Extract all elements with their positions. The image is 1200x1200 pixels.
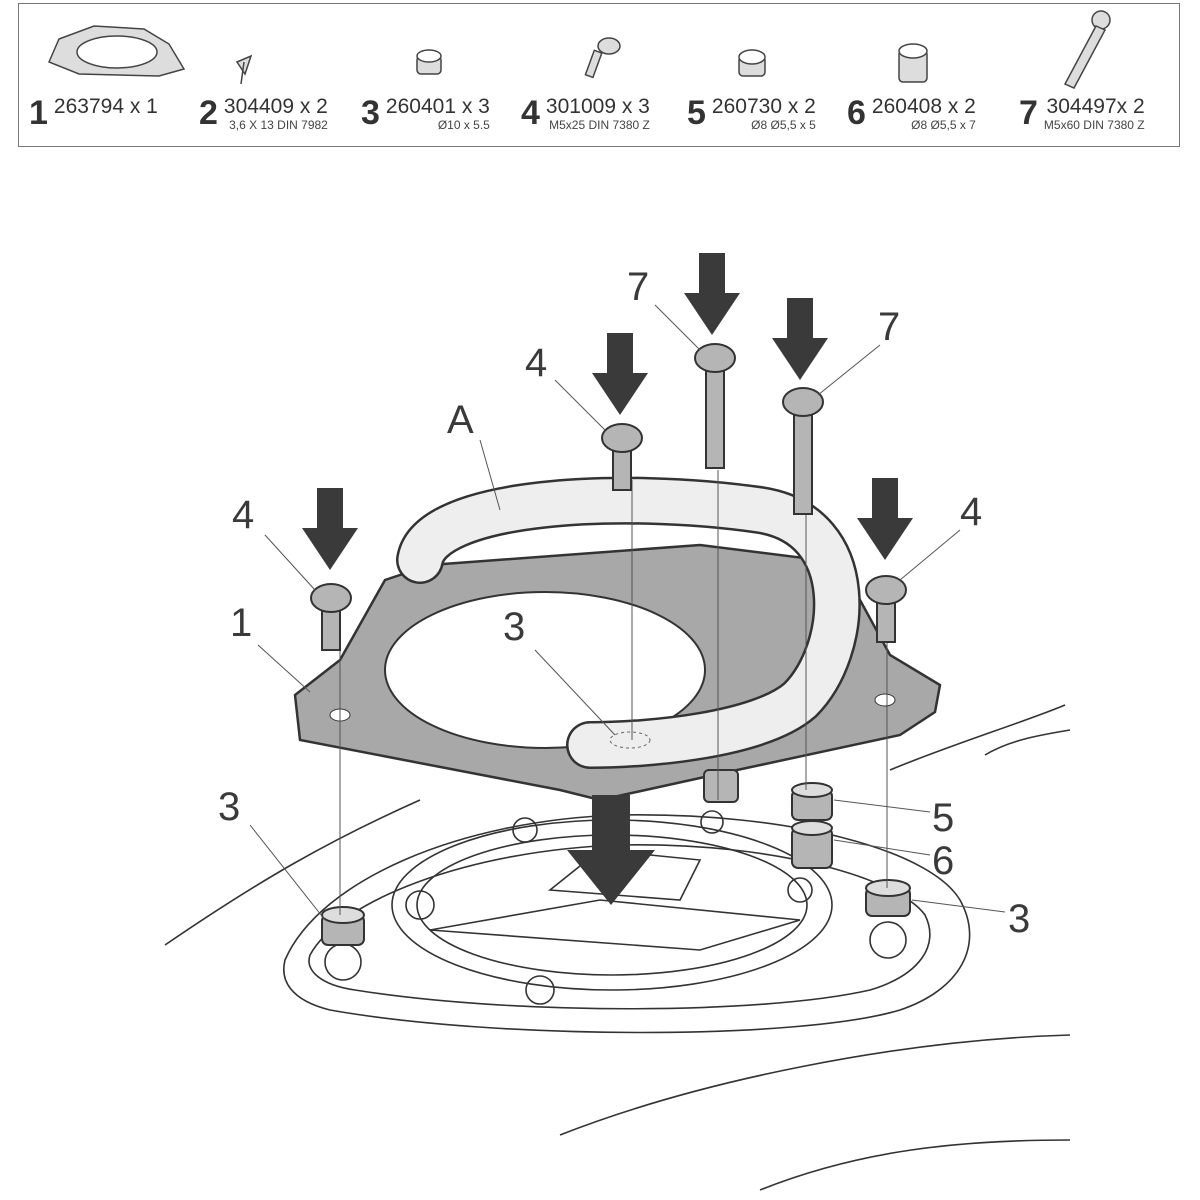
part-code: 260401 x 3 (385, 95, 490, 118)
spacer-icon (738, 49, 766, 77)
callout-spacer-3: 3 (218, 785, 240, 829)
bolt-icon (584, 37, 621, 79)
leader-lines (249, 304, 1006, 921)
part-code: 301009 x 3 (545, 95, 650, 118)
callout-spacer-6: 6 (932, 839, 954, 883)
spacer-icon (416, 49, 442, 75)
part-number: 4 (521, 94, 540, 132)
callout-spacer-5: 5 (932, 796, 954, 840)
callout-bolt-4: 4 (960, 490, 982, 534)
part-spec: 3,6 X 13 DIN 7982 (229, 118, 328, 132)
callout-spacer-3: 3 (1008, 897, 1030, 941)
alignment-lines (339, 470, 888, 915)
spacer-icon (898, 43, 928, 83)
part-spec: M5x60 DIN 7380 Z (1043, 118, 1145, 132)
part-number: 5 (687, 94, 706, 132)
part-spec: Ø8 Ø5,5 x 7 (911, 118, 976, 132)
callout-long-bolt-7: 7 (878, 305, 900, 349)
part-code: 260730 x 2 (711, 95, 816, 118)
bolts (310, 343, 907, 651)
part-number: 3 (361, 94, 380, 132)
part-number: 7 (1019, 94, 1038, 132)
long-bolt-icon (1063, 10, 1111, 89)
tank-ring-part-a (396, 476, 861, 769)
part-spec: M5x25 DIN 7380 Z (549, 118, 650, 132)
callout-ring-a: A (447, 398, 474, 442)
part-1: 1 263794 x 1 (29, 94, 158, 132)
part-spec: Ø10 x 5.5 (437, 118, 490, 132)
part-number: 1 (29, 94, 48, 132)
spacers (321, 769, 911, 946)
part-code: 260408 x 2 (871, 95, 976, 118)
callout-long-bolt-7: 7 (627, 265, 649, 309)
screw-icon (235, 54, 253, 85)
callout-bolt-4: 4 (232, 493, 254, 537)
callout-spacer-3: 3 (503, 605, 525, 649)
callout-bolt-4: 4 (525, 341, 547, 385)
part-code: 304409 x 2 (223, 95, 328, 118)
part-code: 263794 x 1 (53, 95, 158, 118)
callout-gasket-1: 1 (230, 601, 252, 645)
part-number: 6 (847, 94, 866, 132)
gasket-icon (48, 25, 186, 77)
part-code: 304497x 2 (1046, 95, 1145, 118)
parts-icons (48, 10, 1111, 89)
part-number: 2 (199, 94, 218, 132)
part-spec: Ø8 Ø5,5 x 5 (751, 118, 816, 132)
arrow-down-icons (302, 253, 913, 905)
